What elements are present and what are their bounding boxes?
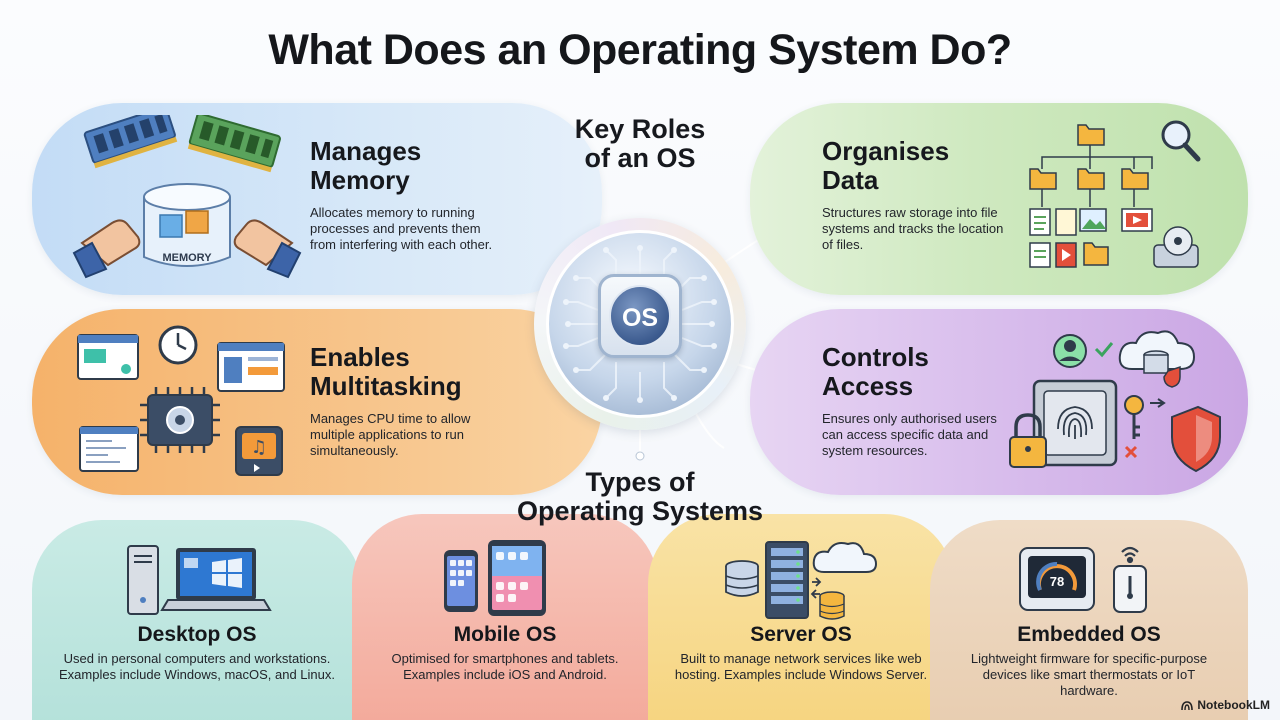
notebooklm-logo-icon	[1181, 701, 1194, 711]
svg-text:♫: ♫	[251, 437, 267, 458]
folder-tree-icon	[1029, 124, 1153, 207]
video-file-icon	[1055, 208, 1153, 268]
mobile-icons	[444, 540, 546, 616]
role-description: Manages CPU time to allow multiple appli…	[310, 411, 471, 458]
tablet-icon	[488, 540, 546, 616]
smart-plug-icon	[1113, 565, 1147, 613]
user-check-icon	[1053, 334, 1114, 368]
wifi-icon	[1121, 546, 1139, 564]
type-panel-mobile-os: Mobile OS Optimised for smartphones and …	[352, 514, 658, 720]
ram-stick-icon	[187, 115, 281, 173]
smartphone-icon	[444, 550, 478, 612]
hand-icon	[72, 219, 302, 279]
type-title: Mobile OS	[453, 623, 557, 646]
brand-watermark: NotebookLM	[1181, 698, 1270, 712]
os-chip: OS	[598, 274, 682, 358]
memory-cylinder-icon: MEMORY	[143, 183, 231, 267]
vault-fingerprint-icon	[1032, 379, 1118, 467]
code-window-icon	[79, 426, 139, 472]
laptop-icon	[160, 548, 272, 611]
role-description: Allocates memory to running processes an…	[310, 205, 493, 252]
page-title: What Does an Operating System Do?	[268, 26, 1012, 74]
type-panel-desktop-os: Desktop OS Used in personal computers an…	[32, 520, 362, 720]
type-title: Server OS	[750, 623, 852, 646]
desktop-icons	[127, 545, 272, 615]
type-description: Optimised for smartphones and tablets. E…	[391, 651, 619, 682]
thermostat-reading: 78	[1050, 574, 1064, 589]
music-player-icon: ♫	[235, 426, 283, 476]
type-description: Used in personal computers and workstati…	[58, 651, 335, 682]
magnifier-icon	[1161, 120, 1201, 162]
document-icon	[1029, 208, 1077, 268]
hard-drive-icon	[1153, 226, 1199, 268]
server-rack-icon	[765, 541, 809, 619]
type-title: Embedded OS	[1017, 623, 1161, 646]
type-description: Lightweight firmware for specific-purpos…	[970, 651, 1208, 698]
ram-stick-icon	[83, 115, 178, 169]
type-panel-server-os: Server OS Built to manage network servic…	[648, 514, 954, 720]
cloud-icon	[810, 542, 878, 599]
cpu-gear-icon	[140, 387, 220, 453]
pc-tower-icon	[127, 545, 159, 615]
thermostat-icon: 78	[1019, 547, 1095, 611]
role-description: Ensures only authorised users can access…	[822, 411, 997, 458]
circuit-traces	[563, 245, 717, 403]
brand-label: NotebookLM	[1197, 698, 1270, 712]
memory-label: MEMORY	[162, 252, 212, 264]
app-window-icon	[77, 334, 285, 392]
type-panel-embedded-os: 78 Embedded OS Lightweight firmware for …	[930, 520, 1248, 720]
key-icon	[1124, 395, 1166, 459]
padlock-icon	[1009, 413, 1047, 468]
cloud-database-icon	[1118, 330, 1196, 388]
type-title: Desktop OS	[137, 623, 257, 646]
shield-icon	[1171, 405, 1221, 473]
embedded-icons: 78	[1019, 546, 1147, 613]
role-description: Structures raw storage into file systems…	[822, 205, 1004, 252]
image-file-icon	[1079, 208, 1107, 232]
os-chip-label: OS	[609, 285, 671, 347]
clock-icon	[158, 325, 198, 365]
server-icons	[725, 541, 878, 620]
type-description: Built to manage network services like we…	[674, 651, 928, 682]
database-icon	[725, 560, 845, 620]
